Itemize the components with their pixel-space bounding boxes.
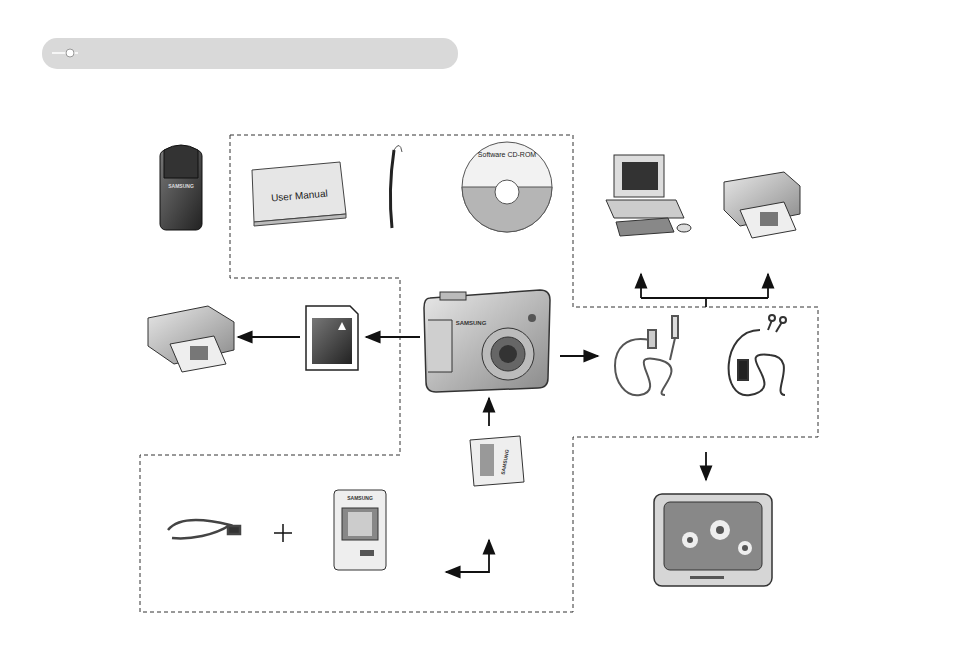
brand-name: SAMSUNG [168,183,194,189]
header-bar [42,38,458,69]
arrow [238,336,300,338]
wrist-strap [390,145,402,228]
arrow [488,398,490,426]
television [654,494,772,586]
digital-camera [424,290,550,392]
printer [148,306,234,372]
camera-case [160,145,202,230]
brand-name: SAMSUNG [500,449,510,475]
power-cord [168,520,240,538]
arrow [366,336,420,338]
memory-card [306,306,358,370]
manual-cover: User Manual [270,187,327,203]
brand-name: SAMSUNG [347,495,373,501]
brand-name: SAMSUNG [456,320,487,326]
arrow [446,540,489,572]
arrow [705,452,707,480]
usb-cable [615,316,678,395]
plus-sign [274,524,292,542]
printer [724,172,800,238]
cd-label: Software CD-ROM [478,151,536,158]
battery-charger [334,490,386,570]
arrow [641,274,768,307]
dashed-region [140,135,818,612]
computer [606,155,691,236]
battery [470,436,524,486]
illustration-text: Software CD-ROM [478,151,536,158]
software-cd [462,142,552,232]
arrow [560,355,598,357]
illustration-text: User Manual [270,187,327,203]
user-manual-book [252,162,346,226]
av-cable [729,315,786,395]
